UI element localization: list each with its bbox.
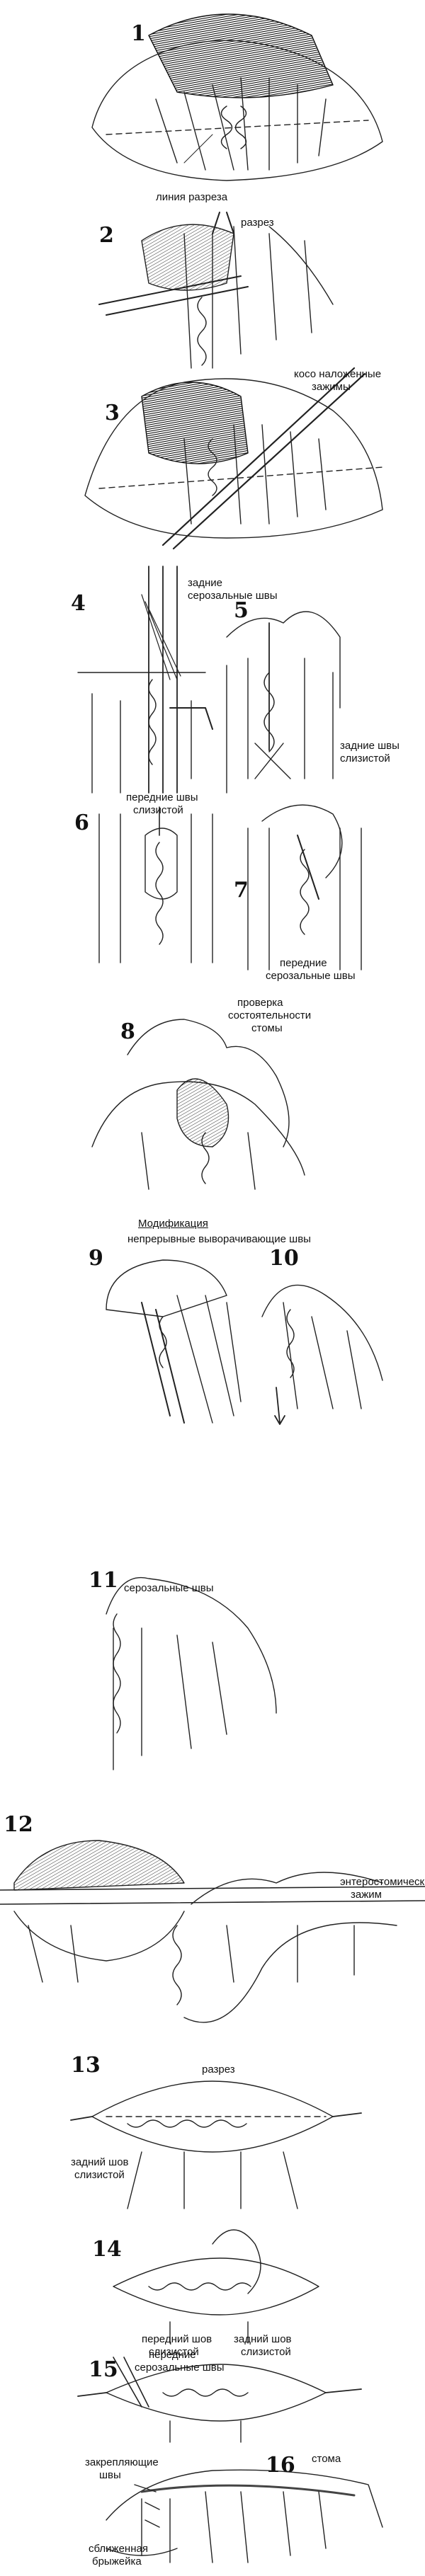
step-number-4: 4 [71,591,86,616]
figure-step-16 [106,2469,383,2563]
figure-step-5 [226,611,341,794]
label-stoma-check-3: стомы [251,1022,283,1034]
label-fixing-sutures-2: швы [99,2469,121,2481]
label-enterostomy-clamp-1: энтеростомический [340,1876,425,1888]
label-posterior-suture-14-1: задний шов [234,2333,292,2345]
label-mesentery-2: брыжейка [92,2555,142,2568]
label-anterior-mucosa-2: слизистой [133,804,183,816]
step-number-1: 1 [131,21,146,46]
label-incision-line: линия разреза [156,191,228,203]
step-number-12: 12 [4,1812,33,1837]
label-anterior-serosal-15-1: передние [149,2349,196,2361]
figure-step-14 [113,2229,319,2344]
label-continuous-everting: непрерывные выворачивающие швы [128,1233,311,1245]
step-number-6: 6 [74,811,89,835]
step-number-2: 2 [99,223,114,248]
step-number-3: 3 [105,401,120,425]
figure-step-7 [247,804,362,971]
label-mesentery-1: сближенная [89,2543,148,2555]
step-number-9: 9 [89,1246,103,1271]
figure-step-3 [84,367,383,550]
label-fixing-sutures-1: закрепляющие [85,2456,159,2468]
label-posterior-mucosa-1: задние швы [340,740,400,752]
label-anterior-serosal-1: передние [280,957,327,969]
figure-step-6 [98,806,213,963]
label-stoma-check-2: состоятельности [228,1009,312,1021]
label-oblique-clamps-1: косо наложенные [294,368,382,380]
label-posterior-serosal-2: серозальные швы [188,590,278,602]
figure-step-1 [91,13,383,181]
label-anterior-suture-14-1: передний шов [142,2333,212,2345]
step-number-14: 14 [92,2237,122,2262]
figure-step-9 [106,1259,242,1424]
label-anterior-suture-14-2: слизистой [149,2346,199,2358]
label-stoma: стома [312,2453,341,2465]
figure-step-10 [261,1284,383,1425]
label-posterior-suture-14-2: слизистой [241,2346,291,2358]
step-number-5: 5 [234,598,249,623]
figure-step-8 [91,1019,305,1190]
label-anterior-mucosa-1: передние швы [126,791,198,803]
label-serosal-sutures: серозальные швы [124,1582,214,1594]
step-number-13: 13 [71,2053,101,2078]
step-number-10: 10 [269,1246,299,1271]
step-number-11: 11 [89,1568,118,1593]
figure-step-15 [77,2357,362,2443]
modification-heading: Модификация [138,1218,208,1230]
figure-step-12 [0,1840,425,2023]
label-anterior-serosal-2: серозальные швы [266,970,356,982]
label-incision: разрез [241,217,274,229]
figure-step-2 [98,212,334,369]
figure-step-11 [106,1577,277,1770]
label-posterior-suture-13-1: задний шов [71,2156,129,2168]
step-number-7: 7 [234,878,249,903]
step-number-16: 16 [266,2453,295,2478]
label-posterior-mucosa-2: слизистой [340,752,390,765]
label-posterior-serosal-1: задние [188,577,222,589]
label-posterior-suture-13-2: слизистой [74,2169,125,2181]
label-stoma-check-1: проверка [237,997,283,1009]
label-oblique-clamps-2: зажимы [312,381,351,393]
label-anterior-serosal-15-2: серозальные швы [135,2362,225,2374]
label-enterostomy-clamp-2: зажим [351,1889,382,1901]
step-number-8: 8 [120,1019,135,1044]
figure-step-13 [70,2080,362,2209]
step-number-15: 15 [89,2357,118,2382]
label-incision-13: разрез [202,2063,235,2076]
figure-step-4 [77,566,213,794]
